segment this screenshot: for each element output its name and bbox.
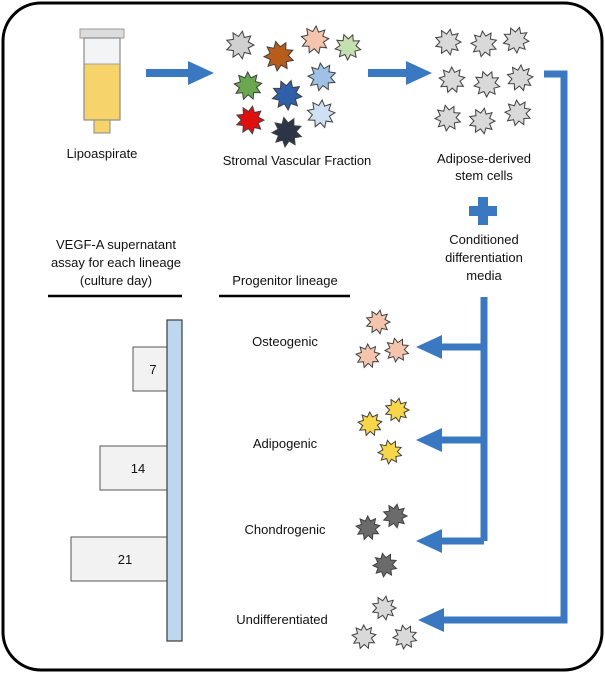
progenitor-heading: Progenitor lineage bbox=[232, 273, 338, 288]
svf-cell bbox=[233, 70, 263, 101]
lineage-cell-4 bbox=[351, 623, 377, 650]
svf-label: Stromal Vascular Fraction bbox=[223, 153, 372, 168]
svf-cell bbox=[271, 79, 303, 112]
adsc-cell bbox=[506, 63, 534, 92]
day-label-7: 7 bbox=[149, 362, 156, 377]
svf-cell bbox=[306, 62, 337, 92]
adsc-label-line1: Adipose-derived bbox=[437, 151, 531, 166]
adsc-cell bbox=[468, 107, 497, 135]
adsc-cell bbox=[502, 26, 530, 55]
lineage-cell-4 bbox=[391, 624, 418, 650]
lineage-cell-2 bbox=[376, 439, 403, 465]
media-label-line3: media bbox=[466, 268, 502, 283]
lineage-cell-3 bbox=[371, 552, 398, 578]
svf-cell bbox=[270, 116, 303, 148]
culture-timeline-bar bbox=[166, 319, 183, 642]
lineage-cell-2 bbox=[357, 410, 383, 437]
day-box-7 bbox=[132, 346, 168, 392]
arrow-head-lipo-to-svf bbox=[188, 61, 214, 85]
svf-cell bbox=[225, 30, 256, 60]
adsc-cell bbox=[433, 104, 462, 133]
lipoaspirate-tube bbox=[79, 28, 125, 134]
lineage-label-chondrogenic: Chondrogenic bbox=[245, 522, 326, 537]
arrow-head-adipogenic bbox=[416, 428, 442, 452]
lipoaspirate-label: Lipoaspirate bbox=[67, 146, 138, 161]
adsc-cell bbox=[438, 65, 466, 94]
adsc-cell bbox=[472, 70, 501, 99]
vegf-heading-line3: (culture day) bbox=[80, 273, 152, 288]
adsc-cell bbox=[469, 30, 498, 58]
lineage-label-adipogenic: Adipogenic bbox=[253, 436, 318, 451]
day-label-21: 21 bbox=[118, 552, 132, 567]
svf-cell bbox=[306, 98, 336, 129]
lineage-cell-1 bbox=[365, 309, 392, 335]
adsc-label-line2: stem cells bbox=[455, 168, 513, 183]
lineage-cell-3 bbox=[355, 514, 381, 541]
plus-icon bbox=[469, 197, 497, 225]
arrow-to-undifferentiated bbox=[442, 70, 568, 624]
arrow-head-svf-to-adsc bbox=[406, 61, 432, 85]
lineage-label-undifferentiated: Undifferentiated bbox=[236, 612, 328, 627]
lineage-cell-4 bbox=[371, 595, 398, 621]
adsc-cell bbox=[434, 28, 463, 56]
svf-cell-cluster bbox=[225, 24, 362, 148]
day-box-21 bbox=[70, 536, 168, 582]
arrow-head-osteogenic bbox=[416, 335, 442, 359]
lineage-cell-3 bbox=[382, 503, 409, 529]
process-arrows bbox=[146, 61, 568, 632]
adsc-cell bbox=[503, 99, 532, 127]
adsc-cell-cluster bbox=[433, 26, 534, 135]
lineage-cell-clusters bbox=[351, 309, 418, 650]
day-label-14: 14 bbox=[131, 461, 145, 476]
media-label-line1: Conditioned bbox=[449, 232, 518, 247]
media-label-line2: differentiation bbox=[445, 250, 523, 265]
lineage-cell-1 bbox=[355, 342, 381, 369]
svf-cell bbox=[300, 24, 330, 55]
svf-cell bbox=[333, 33, 362, 62]
day-box-14 bbox=[99, 445, 168, 491]
vegf-heading-line1: VEGF-A supernatant bbox=[56, 237, 176, 252]
arrow-head-undifferentiated bbox=[418, 608, 444, 632]
lineage-cell-1 bbox=[383, 337, 410, 363]
arrow-head-chondrogenic bbox=[416, 529, 442, 553]
lineage-cell-2 bbox=[384, 397, 411, 423]
lineage-label-osteogenic: Osteogenic bbox=[252, 334, 318, 349]
vegf-heading-line2: assay for each lineage bbox=[51, 255, 181, 270]
svf-cell bbox=[235, 105, 266, 135]
svf-cell bbox=[262, 40, 295, 72]
